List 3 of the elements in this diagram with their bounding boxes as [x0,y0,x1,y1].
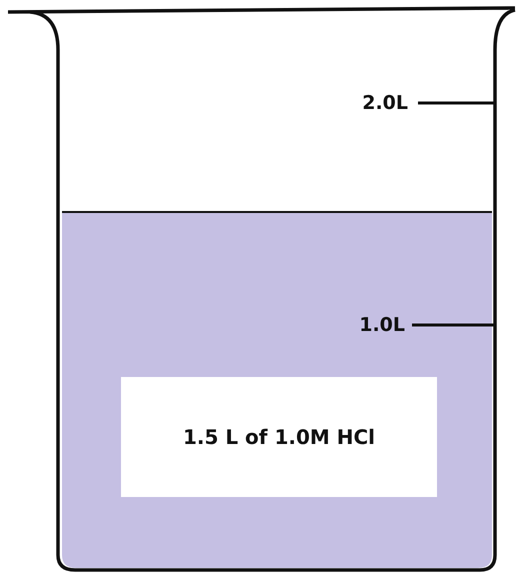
volume-mark-label: 2.0L [362,92,408,114]
volume-mark-label: 1.0L [359,314,405,336]
label-card: 1.5 L of 1.0M HCl [121,377,437,497]
